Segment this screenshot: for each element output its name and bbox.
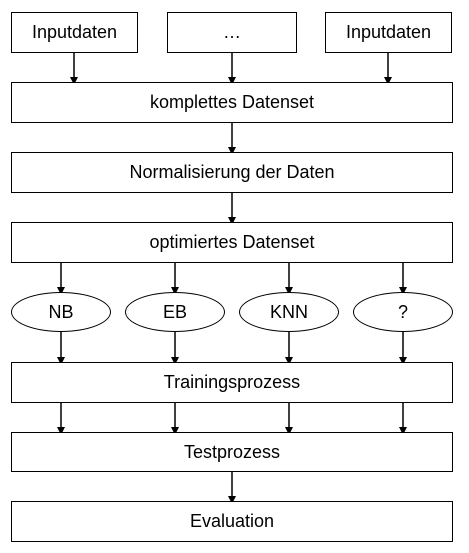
input-box-2-label: … bbox=[223, 22, 241, 42]
classifier-unknown-label: ? bbox=[397, 301, 408, 322]
input-box-3-label: Inputdaten bbox=[345, 22, 432, 42]
evaluation-label: Evaluation bbox=[189, 511, 275, 531]
complete-dataset-box: komplettes Datenset bbox=[11, 82, 453, 123]
classifier-knn-oval: KNN bbox=[239, 292, 339, 332]
classifier-eb-oval: EB bbox=[125, 292, 225, 332]
input-box-3: Inputdaten bbox=[325, 12, 452, 53]
classifier-eb-label: EB bbox=[162, 301, 187, 322]
training-label: Trainingsprozess bbox=[163, 372, 301, 392]
training-box: Trainingsprozess bbox=[11, 362, 453, 403]
input-box-2: … bbox=[167, 12, 297, 53]
evaluation-box: Evaluation bbox=[11, 501, 453, 542]
optimized-dataset-box: optimiertes Datenset bbox=[11, 222, 453, 263]
test-label: Testprozess bbox=[183, 441, 281, 462]
normalization-label: Normalisierung der Daten bbox=[129, 162, 335, 182]
normalization-box: Normalisierung der Daten bbox=[11, 152, 453, 193]
classifier-knn-label: KNN bbox=[269, 301, 308, 322]
optimized-dataset-label: optimiertes Datenset bbox=[149, 232, 315, 252]
classifier-nb-label: NB bbox=[48, 301, 74, 322]
test-box: Testprozess bbox=[11, 432, 453, 472]
classifier-nb-oval: NB bbox=[11, 292, 111, 332]
complete-dataset-label: komplettes Datenset bbox=[149, 92, 315, 112]
input-box-1-label: Inputdaten bbox=[31, 22, 118, 42]
classifier-unknown-oval: ? bbox=[353, 292, 453, 332]
input-box-1: Inputdaten bbox=[11, 12, 138, 53]
